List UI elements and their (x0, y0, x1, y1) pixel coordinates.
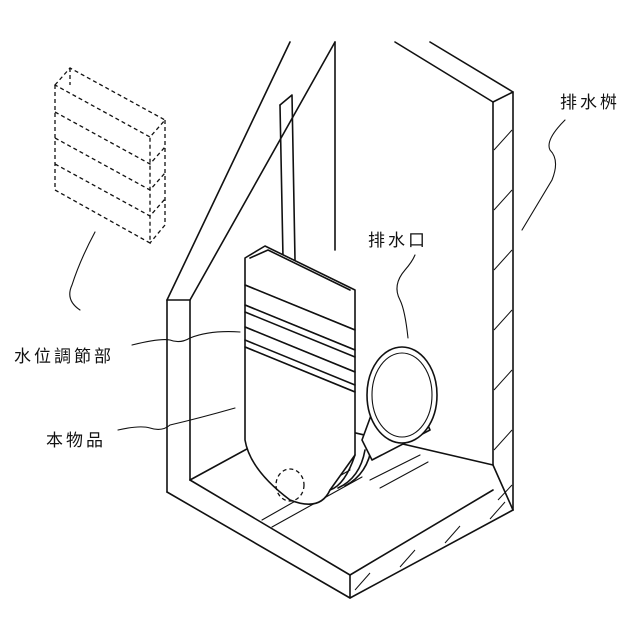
drain-outlet (362, 347, 437, 460)
leader-drain-outlet (397, 255, 415, 338)
main-product (245, 246, 372, 504)
leader-water-level-adjuster (132, 332, 240, 345)
label-drain-outlet: 排水口 (368, 226, 428, 251)
label-drain-basin: 排水桝 (560, 88, 620, 113)
water-level-adjuster-stack (55, 68, 165, 243)
leader-drain-basin (522, 120, 565, 230)
leader-main-product (118, 408, 235, 430)
label-water-level-adjuster: 水位調節部 (14, 342, 114, 367)
leader-adjuster-stack (70, 232, 95, 310)
label-main-product: 本物品 (46, 426, 106, 451)
